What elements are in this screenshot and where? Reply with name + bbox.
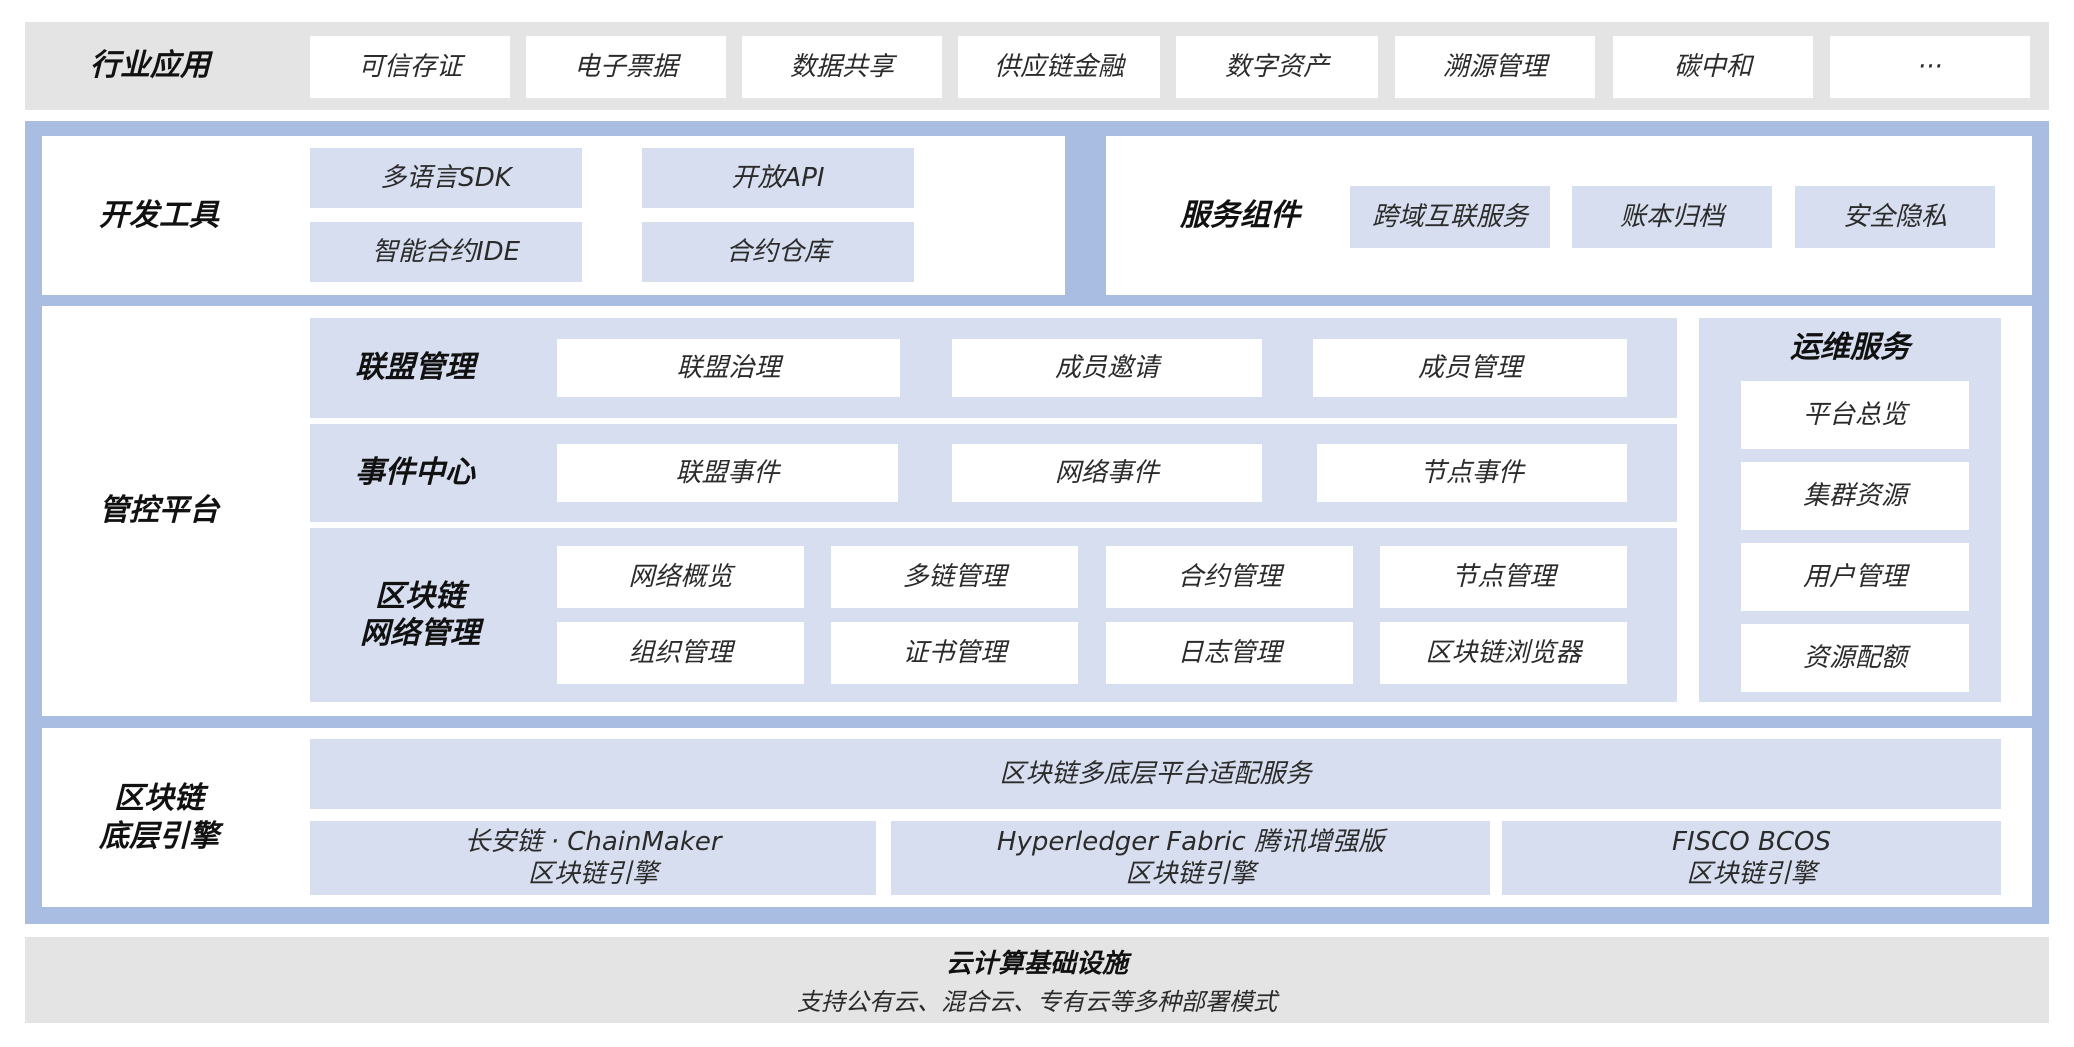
industry-item: 供应链金融 xyxy=(958,36,1160,98)
event-item: 网络事件 xyxy=(952,444,1262,502)
dev-tools-title: 开发工具 xyxy=(99,197,219,233)
control-platform-title: 管控平台 xyxy=(99,493,219,529)
network-item: 多链管理 xyxy=(831,546,1078,608)
ops-item: 集群资源 xyxy=(1741,462,1969,530)
event-item: 节点事件 xyxy=(1317,444,1627,502)
dev-tool-item: 合约仓库 xyxy=(642,222,914,282)
event-item: 联盟事件 xyxy=(557,444,898,502)
dev-tool-item: 智能合约IDE xyxy=(310,222,582,282)
engine-fisco: FISCO BCOS 区块链引擎 xyxy=(1502,821,2001,895)
engine-chainmaker: 长安链 · ChainMaker 区块链引擎 xyxy=(310,821,876,895)
ops-item: 用户管理 xyxy=(1741,543,1969,611)
alliance-item: 联盟治理 xyxy=(557,339,900,397)
industry-item: 电子票据 xyxy=(526,36,726,98)
network-item: 日志管理 xyxy=(1106,622,1353,684)
ops-title: 运维服务 xyxy=(1790,330,1910,366)
service-component-item: 安全隐私 xyxy=(1795,186,1995,248)
engine-title: 区块链 底层引擎 xyxy=(99,781,219,854)
industry-item: 溯源管理 xyxy=(1395,36,1595,98)
industry-item: 数字资产 xyxy=(1176,36,1378,98)
cloud-title: 云计算基础设施 xyxy=(945,949,1128,979)
service-components-title: 服务组件 xyxy=(1180,197,1300,233)
alliance-title: 联盟管理 xyxy=(355,350,475,386)
alliance-item: 成员邀请 xyxy=(952,339,1262,397)
engine-adapter: 区块链多底层平台适配服务 xyxy=(310,739,2001,809)
network-item: 证书管理 xyxy=(831,622,1078,684)
cloud-band: 云计算基础设施 支持公有云、混合云、专有云等多种部署模式 xyxy=(25,937,2049,1023)
dev-tool-item: 开放API xyxy=(642,148,914,208)
network-item: 组织管理 xyxy=(557,622,804,684)
network-item: 网络概览 xyxy=(557,546,804,608)
ops-item: 资源配额 xyxy=(1741,624,1969,692)
network-title: 区块链 网络管理 xyxy=(360,578,480,652)
cloud-subtitle: 支持公有云、混合云、专有云等多种部署模式 xyxy=(797,988,1277,1016)
engine-fabric: Hyperledger Fabric 腾讯增强版 区块链引擎 xyxy=(891,821,1490,895)
ops-item: 平台总览 xyxy=(1741,381,1969,449)
industry-item: 可信存证 xyxy=(310,36,510,98)
events-title: 事件中心 xyxy=(355,455,475,491)
service-component-item: 账本归档 xyxy=(1572,186,1772,248)
service-component-item: 跨域互联服务 xyxy=(1350,186,1550,248)
network-item: 合约管理 xyxy=(1106,546,1353,608)
industry-item-more: ··· xyxy=(1830,36,2030,98)
industry-item: 数据共享 xyxy=(742,36,942,98)
dev-tool-item: 多语言SDK xyxy=(310,148,582,208)
industry-item: 碳中和 xyxy=(1613,36,1813,98)
alliance-item: 成员管理 xyxy=(1313,339,1627,397)
network-item: 区块链浏览器 xyxy=(1380,622,1627,684)
industry-title: 行业应用 xyxy=(90,48,210,84)
network-item: 节点管理 xyxy=(1380,546,1627,608)
